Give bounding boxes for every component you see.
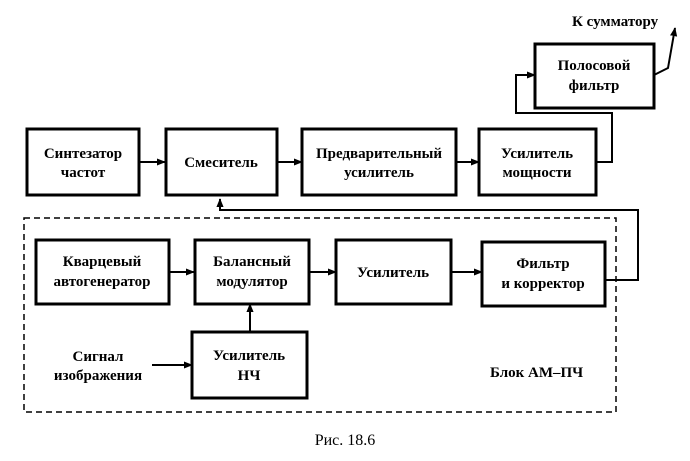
- block-balanced-modulator: Балансный модулятор: [193, 238, 311, 306]
- am-if-unit-boundary: [23, 217, 617, 413]
- block-lf-amplifier: Усилитель НЧ: [190, 330, 309, 400]
- label-signal-line2: изображения: [54, 368, 142, 384]
- block-bandpass-filter-line1: Полосовой: [558, 58, 631, 74]
- block-preamplifier-line1: Предварительный: [316, 146, 442, 162]
- block-amplifier-line1: Усилитель: [357, 265, 429, 281]
- label-to-summator: К сумматору: [572, 14, 659, 30]
- block-crystal-oscillator-line1: Кварцевый: [63, 254, 142, 270]
- block-mixer-line1: Смеситель: [184, 155, 258, 171]
- block-power-amplifier: Усилитель мощности: [477, 127, 598, 197]
- block-lf-amplifier-line2: НЧ: [238, 368, 261, 384]
- block-preamplifier-line2: усилитель: [344, 165, 414, 181]
- block-bandpass-filter-line2: фильтр: [569, 78, 620, 94]
- label-unit-name: Блок АМ–ПЧ: [490, 365, 583, 381]
- block-frequency-synthesizer: Синтезатор частот: [25, 127, 141, 197]
- block-balanced-modulator-line2: модулятор: [216, 274, 287, 290]
- block-frequency-synthesizer-line2: частот: [61, 165, 106, 181]
- block-balanced-modulator-line1: Балансный: [213, 254, 291, 270]
- block-lf-amplifier-line1: Усилитель: [213, 348, 285, 364]
- block-mixer: Смеситель: [164, 127, 279, 197]
- block-bandpass-filter: Полосовой фильтр: [533, 42, 656, 110]
- block-filter-corrector-line2: и корректор: [501, 276, 584, 292]
- block-filter-corrector-line1: Фильтр: [516, 256, 569, 272]
- connections: [139, 27, 678, 369]
- block-filter-corrector: Фильтр и корректор: [480, 240, 607, 308]
- block-frequency-synthesizer-line1: Синтезатор: [44, 146, 122, 162]
- block-preamplifier: Предварительный усилитель: [300, 127, 458, 197]
- block-power-amplifier-line1: Усилитель: [501, 146, 573, 162]
- figure-caption: Рис. 18.6: [315, 432, 376, 449]
- block-amplifier: Усилитель: [334, 238, 453, 306]
- label-signal-line1: Сигнал: [73, 349, 125, 365]
- block-crystal-oscillator-line2: автогенератор: [54, 274, 151, 290]
- block-crystal-oscillator: Кварцевый автогенератор: [34, 238, 171, 306]
- block-power-amplifier-line2: мощности: [503, 165, 572, 181]
